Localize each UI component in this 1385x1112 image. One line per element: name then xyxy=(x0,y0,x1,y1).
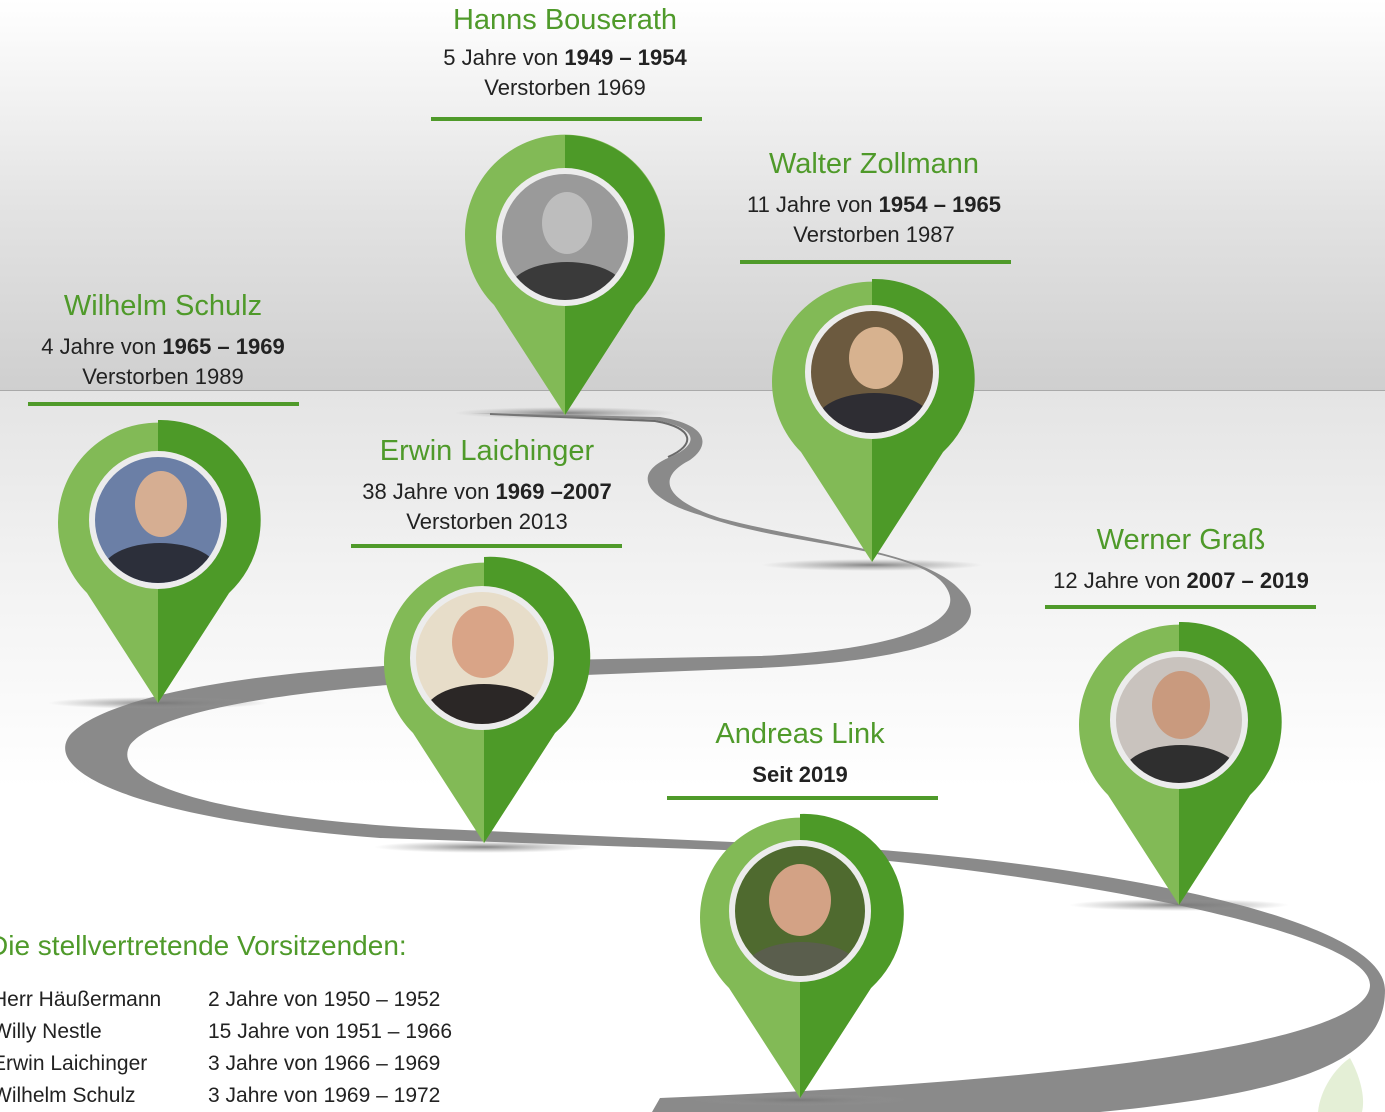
tenure-prefix: 5 Jahre von xyxy=(443,45,559,70)
name-underline xyxy=(28,402,299,406)
deputy-tenure: 3 Jahre von 1966 – 1969 xyxy=(208,1052,441,1075)
person-name: Hanns Bouserath xyxy=(452,4,678,36)
tenure-years: 1969 –2007 xyxy=(495,479,612,504)
portrait-schulz xyxy=(89,451,227,589)
winding-road xyxy=(65,413,1385,1112)
person-name: Andreas Link xyxy=(715,718,885,750)
leaf-decoration xyxy=(1318,1058,1364,1112)
tenure-years: 1949 – 1954 xyxy=(564,45,687,70)
tenure-years: 1965 – 1969 xyxy=(162,334,285,359)
person-tenure: 38 Jahre von 1969 –2007 xyxy=(327,477,647,507)
person-tenure: 5 Jahre von 1949 – 1954 xyxy=(417,43,713,73)
portrait-bouserath xyxy=(496,168,634,306)
person-died: Verstorben 1987 xyxy=(793,222,955,247)
pin-shadow xyxy=(374,841,594,853)
deputy-tenure: 2 Jahre von 1950 – 1952 xyxy=(208,988,441,1011)
portrait-grass xyxy=(1110,651,1248,789)
person-tenure: 11 Jahre von 1954 – 1965 xyxy=(714,190,1034,220)
person-name: Walter Zollmann xyxy=(768,148,980,180)
tenure-prefix: 4 Jahre von xyxy=(41,334,157,359)
person-died: Verstorben 1969 xyxy=(484,75,646,100)
pin-shadow xyxy=(690,1094,910,1106)
deputy-tenure: 15 Jahre von 1951 – 1966 xyxy=(208,1020,453,1043)
deputy-name: Wilhelm Schulz xyxy=(0,1084,136,1107)
person-tenure: Seit 2019 xyxy=(664,760,936,790)
name-underline xyxy=(1045,605,1316,609)
tenure-years: Seit 2019 xyxy=(752,762,848,787)
name-underline xyxy=(431,117,702,121)
person-name: Erwin Laichinger xyxy=(379,435,595,467)
person-grass: Werner Graß 12 Jahre von 2007 – 2019 xyxy=(1022,522,1340,609)
person-zollmann: Walter Zollmann 11 Jahre von 1954 – 1965… xyxy=(714,146,1034,264)
deputy-name: Willy Nestle xyxy=(0,1020,102,1043)
person-bouserath: Hanns Bouserath 5 Jahre von 1949 – 1954 … xyxy=(417,2,713,121)
person-laichinger: Erwin Laichinger 38 Jahre von 1969 –2007… xyxy=(327,433,647,548)
tenure-prefix: 38 Jahre von xyxy=(362,479,490,504)
sky-background xyxy=(0,0,1385,391)
pin-shadow xyxy=(762,559,982,571)
deputy-name: Herr Häußermann xyxy=(0,988,162,1011)
person-schulz: Wilhelm Schulz 4 Jahre von 1965 – 1969 V… xyxy=(4,288,322,406)
deputies-heading: Die stellvertretende Vorsitzenden: xyxy=(0,930,407,961)
person-name: Werner Graß xyxy=(1096,524,1266,556)
person-tenure: 12 Jahre von 2007 – 2019 xyxy=(1022,566,1340,596)
person-died: Verstorben 2013 xyxy=(406,509,568,534)
portrait-zollmann xyxy=(805,305,939,439)
tenure-years: 2007 – 2019 xyxy=(1186,568,1309,593)
tenure-prefix: 11 Jahre von xyxy=(746,192,873,217)
person-died: Verstorben 1989 xyxy=(82,364,244,389)
tenure-years: 1954 – 1965 xyxy=(878,192,1002,217)
deputy-name: Erwin Laichinger xyxy=(0,1052,148,1075)
name-underline xyxy=(351,544,622,548)
name-underline xyxy=(740,260,1011,264)
horizon-line xyxy=(0,390,1385,391)
person-link: Andreas Link Seit 2019 xyxy=(664,716,938,800)
person-name: Wilhelm Schulz xyxy=(63,290,263,322)
tenure-prefix: 12 Jahre von xyxy=(1053,568,1181,593)
deputy-tenure: 3 Jahre von 1969 – 1972 xyxy=(208,1084,441,1107)
portrait-link xyxy=(729,840,871,982)
name-underline xyxy=(667,796,938,800)
person-tenure: 4 Jahre von 1965 – 1969 xyxy=(4,332,322,362)
portrait-laichinger xyxy=(410,586,554,730)
